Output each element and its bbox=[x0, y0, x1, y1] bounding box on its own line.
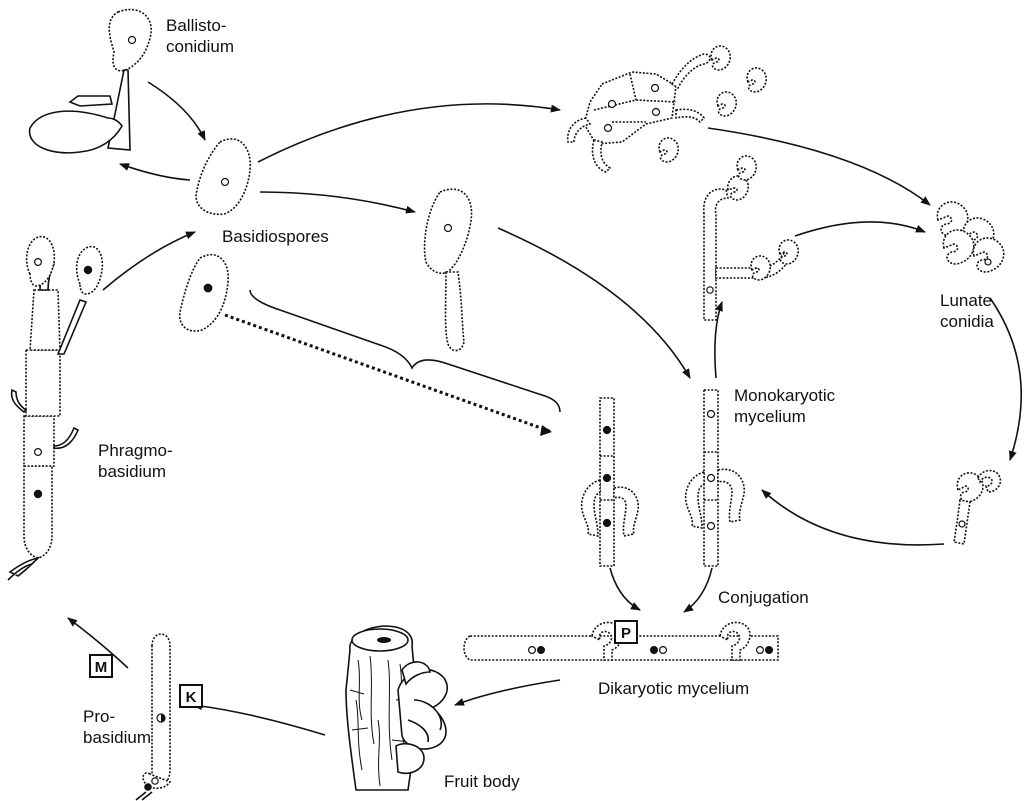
arrow-lunate-conidia-to-germinating-conidium bbox=[990, 298, 1021, 460]
label-monokaryotic-mycelium: Monokaryotic mycelium bbox=[734, 385, 835, 427]
arrow-germinating-conidium-to-monokaryotic bbox=[762, 490, 944, 545]
basidiospore-upper bbox=[196, 139, 250, 214]
label-basidiospores: Basidiospores bbox=[222, 226, 329, 247]
arrow-mycelium-left-to-conjugation bbox=[610, 568, 640, 610]
dotted-arrow-basidiospore-to-mycelium bbox=[225, 315, 552, 432]
label-probasidium-line2: basidium bbox=[83, 727, 151, 748]
fruit-body bbox=[346, 626, 447, 790]
label-dikaryotic-mycelium: Dikaryotic mycelium bbox=[598, 678, 749, 699]
dotted-arrow-head bbox=[540, 425, 552, 436]
label-lunate-conidia: Lunate conidia bbox=[940, 290, 994, 332]
box-k: K bbox=[186, 689, 197, 706]
label-lunate-conidia-line2: conidia bbox=[940, 311, 994, 332]
arrow-dikaryotic-to-fruit-body bbox=[455, 680, 560, 705]
mycelium-filled-nuclei bbox=[582, 398, 639, 566]
ballistoconidium bbox=[30, 10, 152, 153]
label-probasidium: Pro- basidium bbox=[83, 706, 151, 748]
phragmobasidium bbox=[8, 237, 102, 580]
lunate-conidia-cluster bbox=[937, 202, 1003, 272]
label-phragmobasidium: Phragmo- basidium bbox=[98, 440, 173, 482]
curly-brace bbox=[250, 290, 560, 412]
label-phragmobasidium-line1: Phragmo- bbox=[98, 440, 173, 461]
label-probasidium-line1: Pro- bbox=[83, 706, 151, 727]
budding-septate-spore bbox=[568, 46, 767, 172]
germinating-lunate-conidium bbox=[954, 471, 1000, 544]
label-lunate-conidia-line1: Lunate bbox=[940, 290, 994, 311]
conidiation-hypha bbox=[704, 156, 799, 320]
arrow-basidiospore-to-germinating-ballistoconidium bbox=[120, 164, 190, 180]
label-fruit-body: Fruit body bbox=[444, 771, 520, 792]
label-monokaryotic-mycelium-line2: mycelium bbox=[734, 406, 835, 427]
box-m: M bbox=[95, 659, 108, 676]
arrow-conidiation-to-lunate-conidia bbox=[795, 222, 925, 236]
label-ballistoconidium-line1: Ballisto- bbox=[166, 15, 234, 36]
label-ballistoconidium: Ballisto- conidium bbox=[166, 15, 234, 57]
box-p: P bbox=[621, 625, 631, 642]
arrow-fruit-body-to-probasidium bbox=[193, 705, 325, 735]
arrow-basidiospore-to-germinating-spore bbox=[260, 192, 415, 212]
germinating-basidiospore bbox=[425, 189, 472, 350]
label-phragmobasidium-line2: basidium bbox=[98, 461, 173, 482]
label-monokaryotic-mycelium-line1: Monokaryotic bbox=[734, 385, 835, 406]
label-conjugation: Conjugation bbox=[718, 587, 809, 608]
arrow-ballistoconidium-to-basidiospore bbox=[148, 82, 205, 140]
arrow-phragmobasidium-to-basidiospores bbox=[103, 232, 195, 290]
label-ballistoconidium-line2: conidium bbox=[166, 36, 234, 57]
basidiospore-lower bbox=[180, 255, 228, 331]
arrow-basidiospore-to-budding bbox=[258, 104, 560, 162]
arrow-mycelium-right-to-conjugation bbox=[684, 568, 712, 612]
arrow-germinating-spore-to-monokaryotic bbox=[498, 228, 690, 378]
